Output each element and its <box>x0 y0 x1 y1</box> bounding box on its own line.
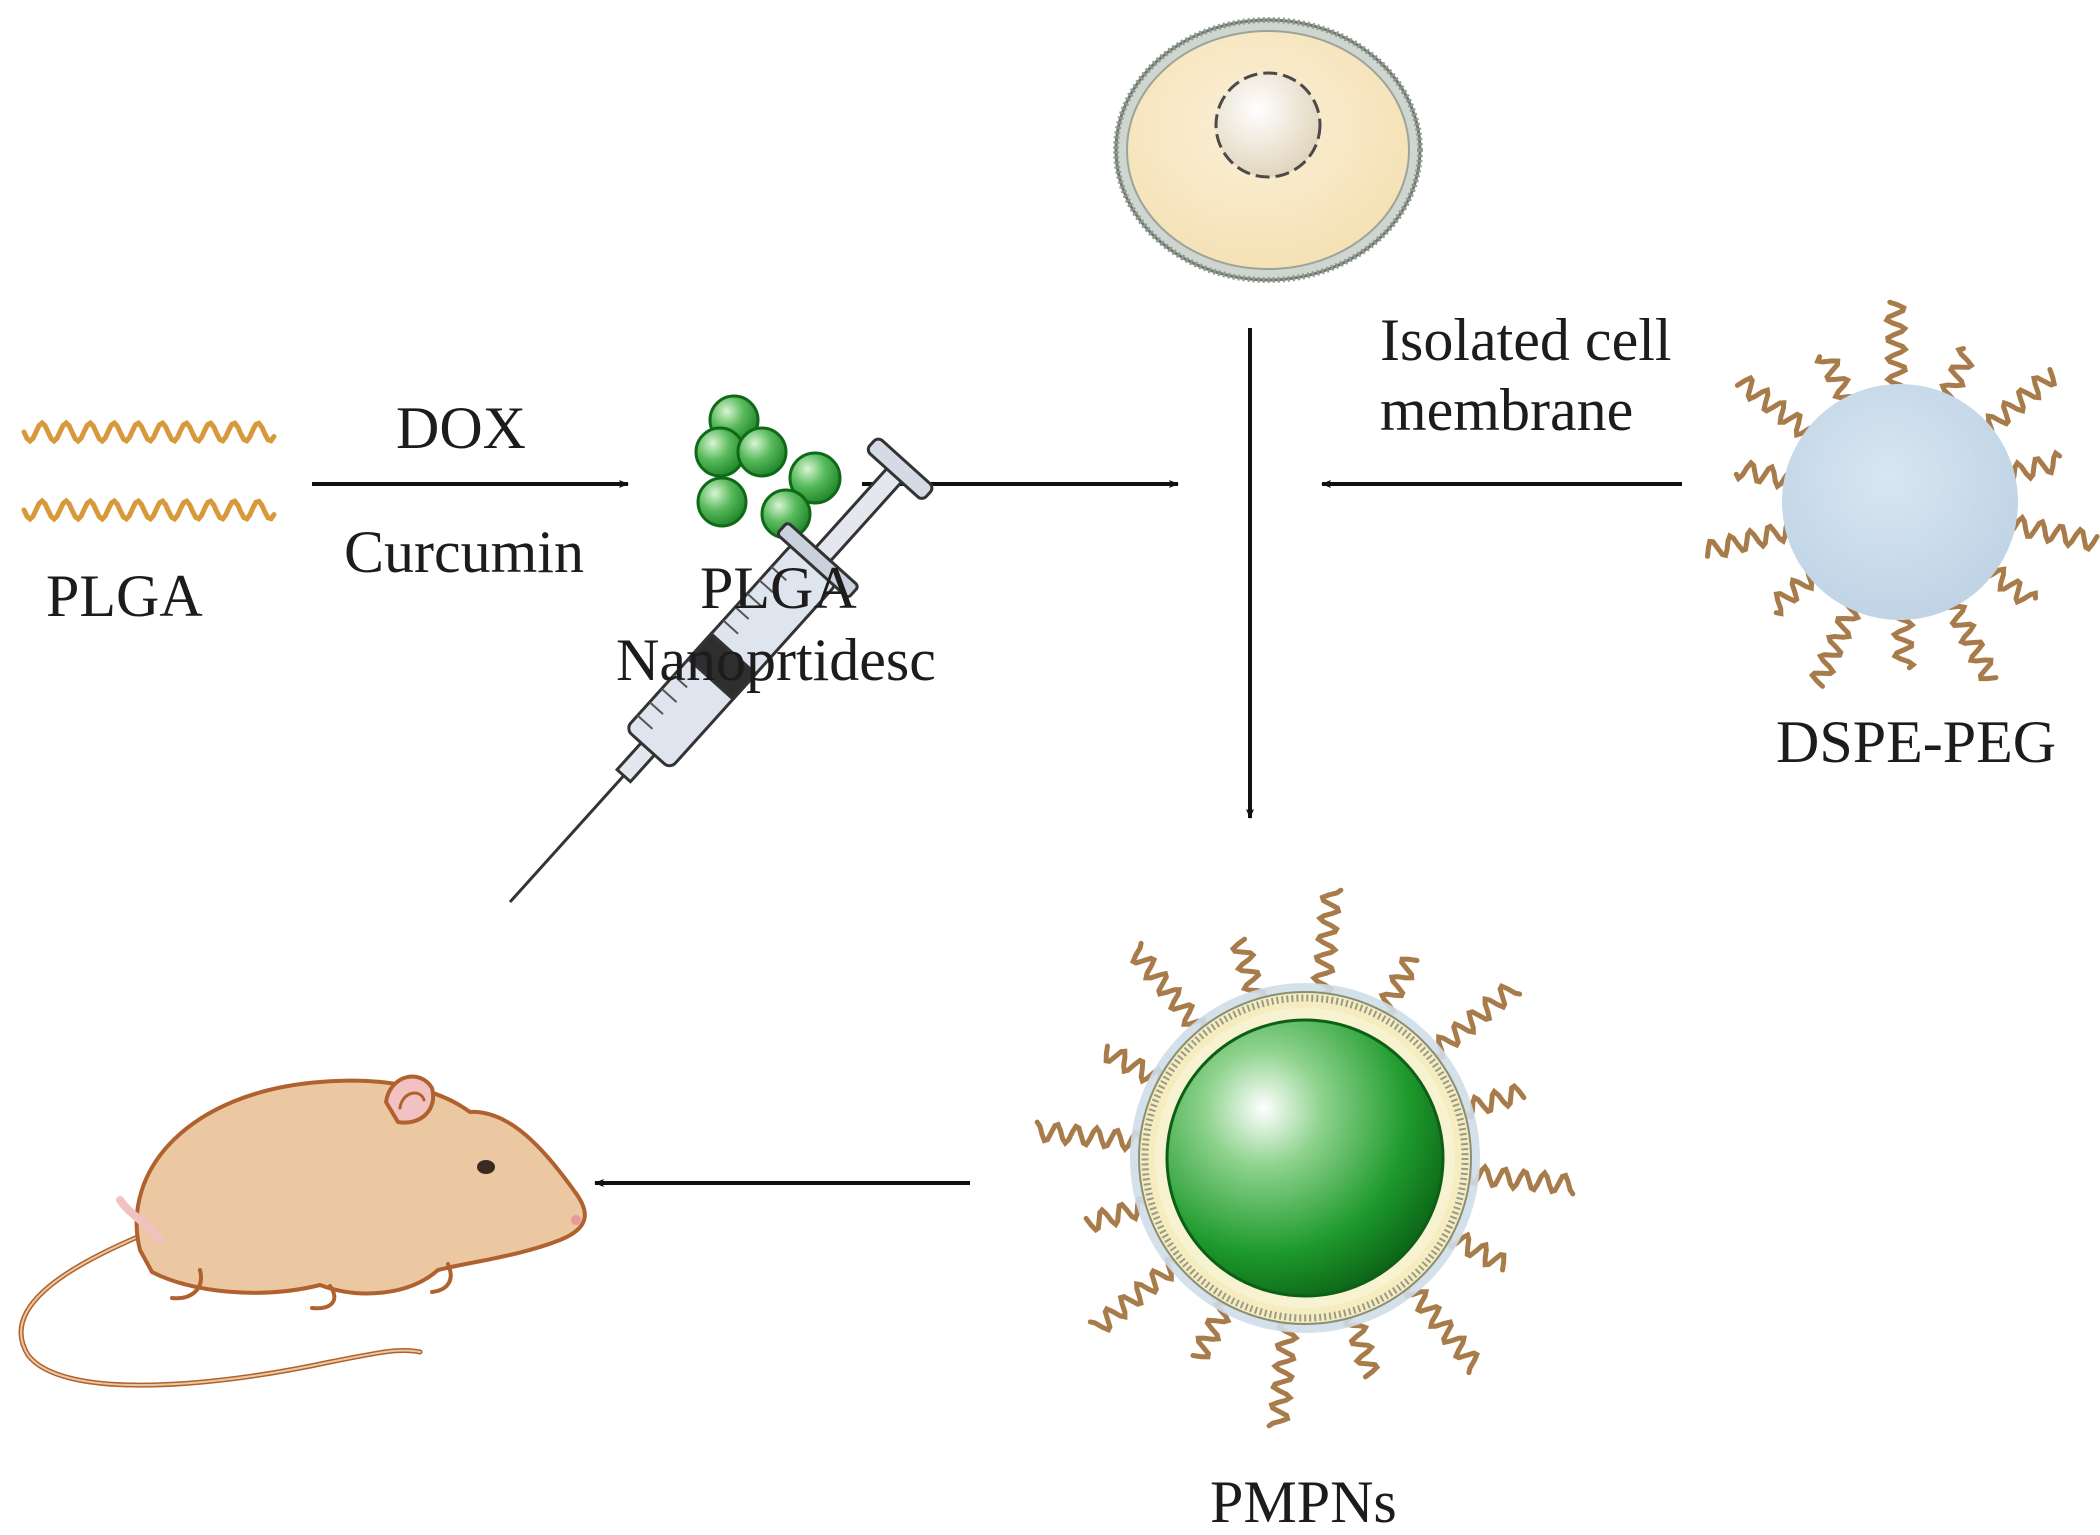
label-dox: DOX <box>396 395 526 461</box>
dspe-peg-micelle-icon <box>1705 299 2100 689</box>
label-plga-np-line1: PLGA <box>700 555 857 621</box>
mouse-icon <box>18 1074 587 1388</box>
label-dspe-peg: DSPE-PEG <box>1776 709 2057 775</box>
pmpn-particle-icon <box>1034 887 1576 1429</box>
syringe-icon <box>508 437 934 904</box>
plga-chain-icon <box>21 419 277 523</box>
label-plga: PLGA <box>46 563 203 629</box>
label-curcumin: Curcumin <box>344 519 584 585</box>
cell-icon <box>1113 17 1423 283</box>
label-plga-np-line2: Nanoprtidesc <box>616 627 936 693</box>
label-isolated-line2: membrane <box>1380 377 1634 443</box>
label-pmpns: PMPNs <box>1210 1469 1397 1535</box>
plga-nanoparticle-icon <box>694 394 842 540</box>
label-isolated-line1: Isolated cell <box>1380 307 1672 373</box>
